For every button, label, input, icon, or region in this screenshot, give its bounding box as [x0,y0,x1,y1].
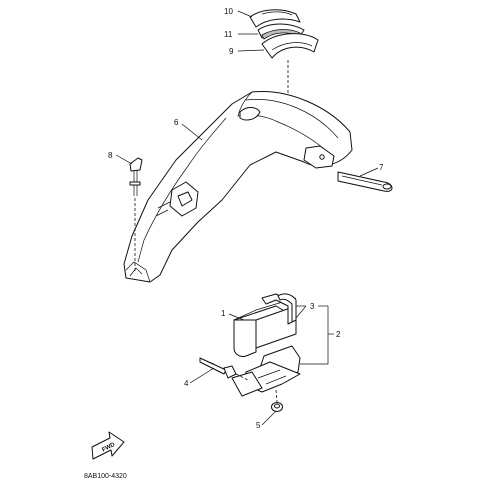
part-8-stay-bolt[interactable] [129,157,143,196]
callout-5: 5 [256,421,261,430]
assembly-line-5 [275,389,278,403]
part-6-rear-fender[interactable] [123,90,353,283]
callout-4: 4 [184,379,189,388]
part-7-rod[interactable] [337,171,393,192]
part-10-cover[interactable] [249,9,301,28]
callout-7: 7 [379,163,384,172]
assembly-line-4 [235,373,249,381]
fwd-label: FWD [101,442,116,454]
callout-8: 8 [108,151,113,160]
diagram-code: 8AB100-4320 [84,473,127,480]
leader-lines [115,10,379,426]
callout-2: 2 [336,330,341,339]
part-4-screw[interactable] [199,357,237,379]
callout-3: 3 [310,302,315,311]
part-9-cover[interactable] [261,33,319,59]
part-5-nut[interactable] [271,402,283,412]
fwd-arrow-icon: FWD [91,431,125,460]
callout-11: 11 [224,30,233,39]
callout-10: 10 [224,7,233,16]
part-3-band[interactable] [261,293,297,325]
callout-9: 9 [229,47,234,56]
callout-1: 1 [221,309,226,318]
callout-6: 6 [174,118,179,127]
part-1-box[interactable] [233,297,297,357]
part-2-bracket[interactable] [231,345,301,397]
